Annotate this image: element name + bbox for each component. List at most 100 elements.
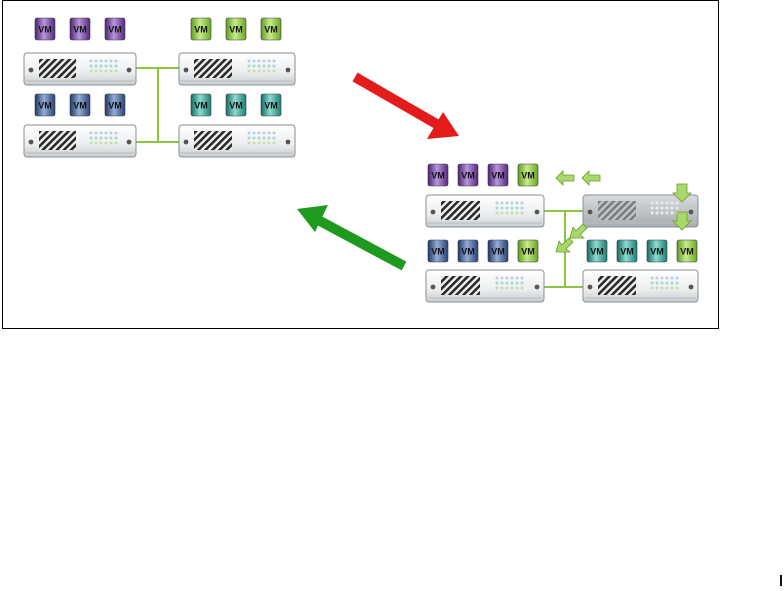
status-led [105, 142, 108, 145]
status-led [248, 137, 251, 140]
status-led [661, 202, 664, 205]
vm-label: VM [264, 25, 278, 35]
vm-label: VM [194, 25, 208, 35]
status-led [506, 202, 509, 205]
status-led [671, 277, 674, 280]
vm-block: VM [428, 164, 448, 186]
status-led [110, 142, 113, 145]
status-led [253, 142, 256, 145]
vm-block: VM [191, 18, 211, 40]
status-led [676, 277, 679, 280]
status-led [501, 212, 504, 215]
status-led [90, 132, 93, 135]
screw-icon [184, 140, 189, 145]
screw-icon [29, 140, 34, 145]
status-led [95, 132, 98, 135]
migrate-diagonal-arrow-2 [570, 224, 587, 238]
status-led [248, 132, 251, 135]
vm-block: VM [677, 240, 697, 262]
vm-block: VM [191, 94, 211, 116]
status-led [651, 207, 654, 210]
status-led [516, 277, 519, 280]
screw-icon [588, 210, 593, 215]
status-led [258, 65, 261, 68]
status-led [115, 137, 118, 140]
status-led [105, 60, 108, 63]
status-led [511, 282, 514, 285]
status-led [90, 142, 93, 145]
vm-block: VM [35, 18, 55, 40]
status-led [253, 65, 256, 68]
status-led [268, 142, 271, 145]
status-led [268, 137, 271, 140]
status-led [115, 142, 118, 145]
migrate-left-arrow-1 [556, 171, 574, 185]
status-led [253, 60, 256, 63]
vm-label: VM [108, 101, 122, 111]
status-led [90, 60, 93, 63]
status-led [105, 65, 108, 68]
status-led [651, 287, 654, 290]
status-led [521, 202, 524, 205]
status-led [521, 277, 524, 280]
vm-block: VM [70, 18, 90, 40]
status-led [511, 207, 514, 210]
status-led [90, 70, 93, 73]
vm-block: VM [458, 164, 478, 186]
status-led [506, 282, 509, 285]
vm-block: VM [488, 240, 508, 262]
status-led [516, 207, 519, 210]
vm-block: VM [35, 94, 55, 116]
server-before-2 [179, 53, 295, 85]
status-led [521, 282, 524, 285]
status-led [511, 212, 514, 215]
status-led [521, 287, 524, 290]
status-led [253, 132, 256, 135]
status-led [656, 207, 659, 210]
vm-label: VM [461, 171, 475, 181]
status-led [263, 70, 266, 73]
server-after-1 [426, 195, 544, 227]
vm-label: VM [38, 25, 52, 35]
screw-icon [29, 68, 34, 73]
vm-label: VM [620, 247, 634, 257]
status-led [666, 202, 669, 205]
status-led [100, 70, 103, 73]
status-led [95, 142, 98, 145]
status-led [501, 202, 504, 205]
vm-block: VM [647, 240, 667, 262]
status-led [273, 60, 276, 63]
screw-icon [535, 285, 540, 290]
status-led [273, 137, 276, 140]
status-led [666, 282, 669, 285]
status-led [676, 287, 679, 290]
drive-bay [441, 276, 480, 295]
drive-bay [598, 276, 636, 295]
screw-icon [588, 285, 593, 290]
status-led [100, 137, 103, 140]
vm-block: VM [70, 94, 90, 116]
status-led [676, 202, 679, 205]
status-led [651, 282, 654, 285]
vm-label: VM [461, 247, 475, 257]
status-led [496, 277, 499, 280]
screw-icon [127, 140, 132, 145]
vm-label: VM [431, 247, 445, 257]
status-led [656, 282, 659, 285]
status-led [115, 70, 118, 73]
server-before-4 [179, 125, 295, 157]
status-led [115, 65, 118, 68]
screw-icon [431, 285, 436, 290]
status-led [95, 60, 98, 63]
status-led [506, 287, 509, 290]
status-led [100, 142, 103, 145]
vm-block: VM [488, 164, 508, 186]
drive-bay [598, 201, 636, 220]
vm-block: VM [458, 240, 478, 262]
vm-label: VM [431, 171, 445, 181]
status-led [506, 212, 509, 215]
status-led [671, 282, 674, 285]
status-led [115, 132, 118, 135]
vm-label: VM [521, 247, 535, 257]
